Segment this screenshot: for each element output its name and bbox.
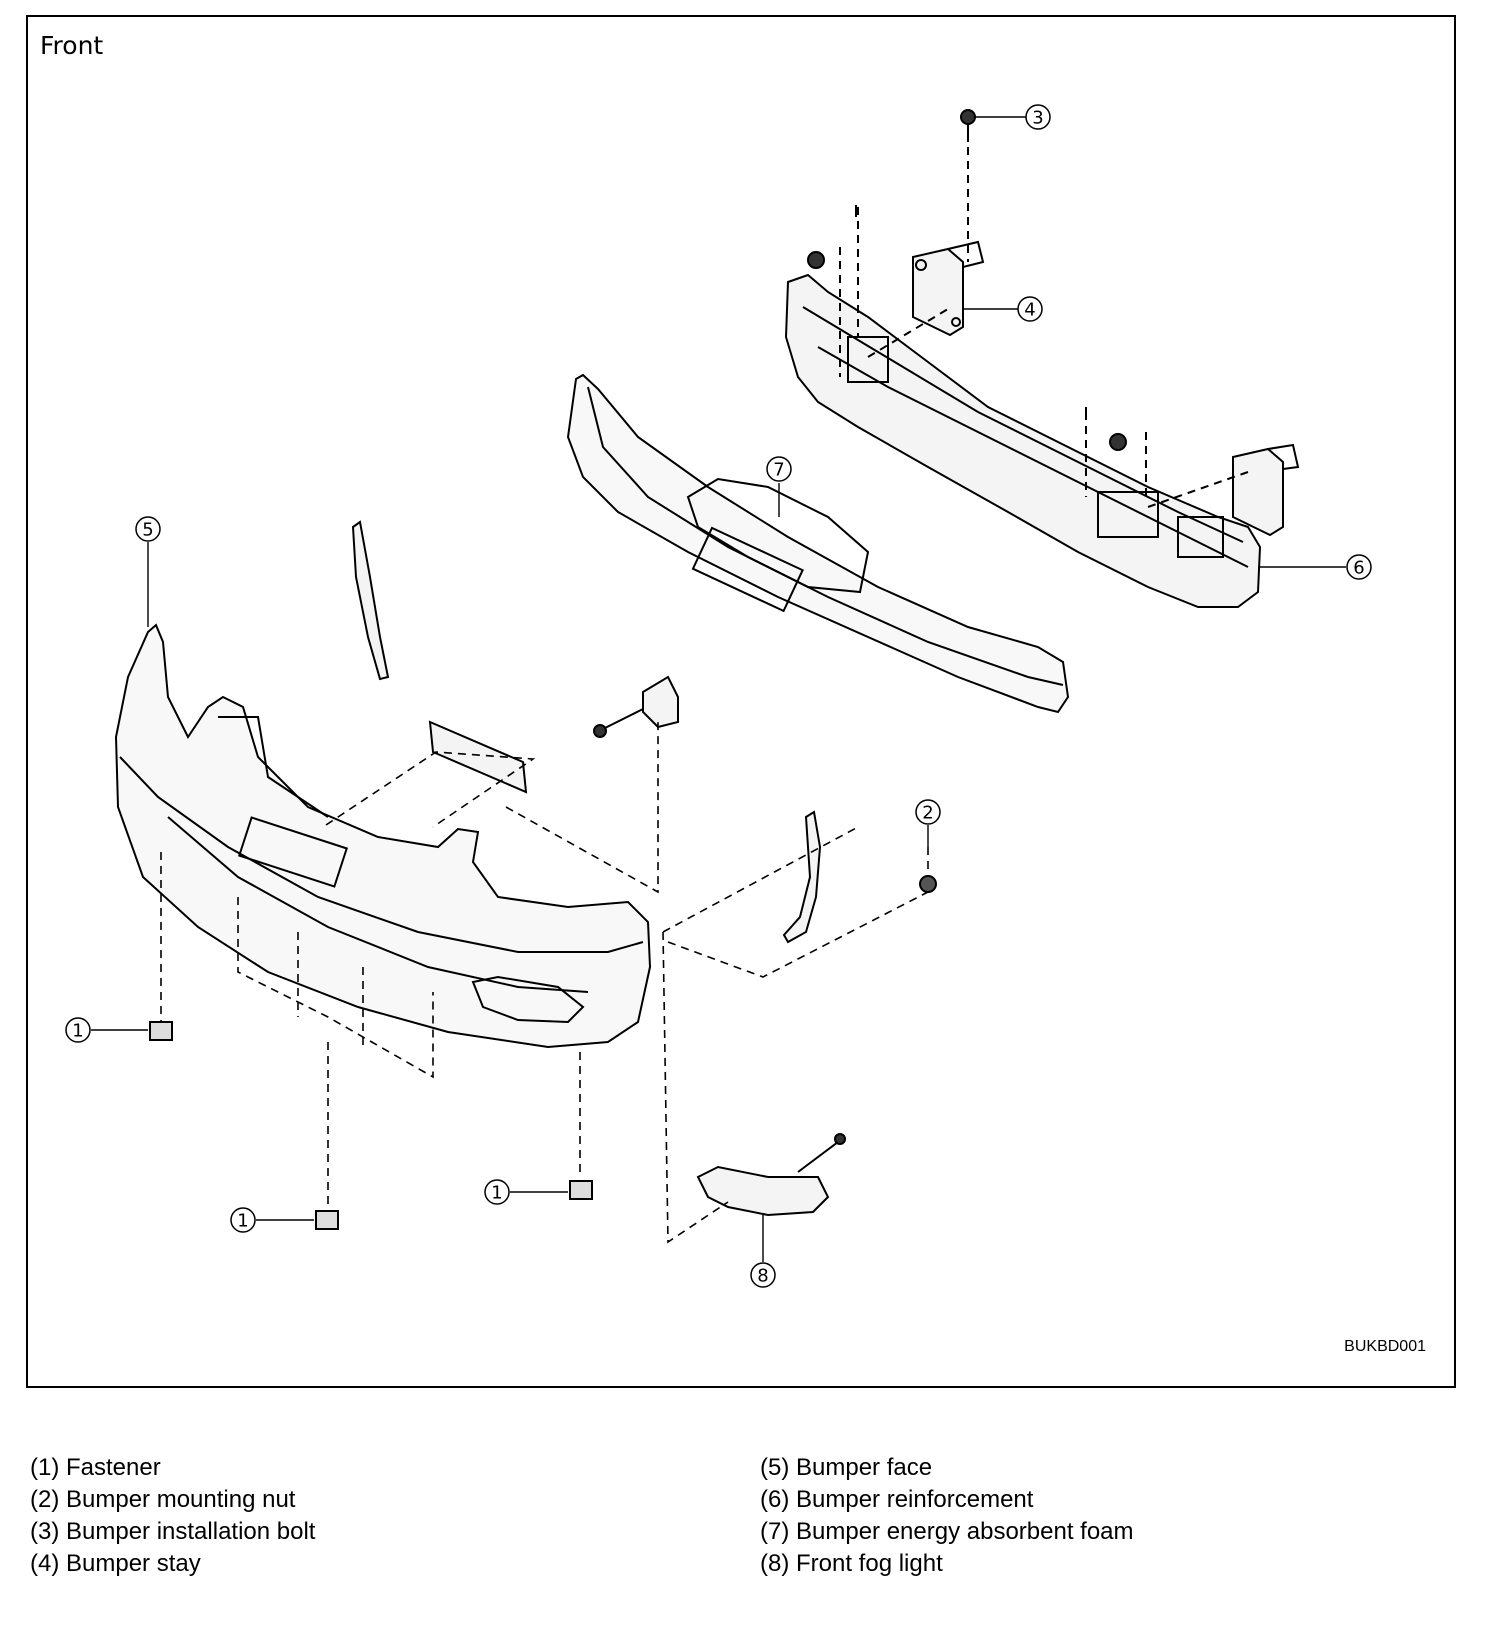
legend-item: (8) Front fog light	[760, 1550, 943, 1577]
bumper-stay-left	[912, 240, 985, 337]
callout-4: 4	[1017, 296, 1043, 322]
callout-3: 3	[1025, 104, 1051, 130]
svg-text:8: 8	[757, 1266, 768, 1287]
svg-text:7: 7	[773, 460, 784, 481]
exploded-bumper-diagram: 3 4 7 5 6 2 1	[65, 104, 1372, 1288]
legend-item: (3) Bumper installation bolt	[30, 1518, 316, 1545]
bumper-reinforcement	[784, 273, 1262, 608]
fastener-1b	[315, 1210, 339, 1230]
legend-item: (6) Bumper reinforcement	[760, 1486, 1034, 1513]
center-bracket	[593, 675, 679, 738]
legend-item: (1) Fastener	[30, 1454, 161, 1481]
callout-5: 5	[135, 516, 161, 542]
mounting-nut	[919, 875, 937, 893]
bumper-stay-right	[1232, 443, 1300, 537]
callout-1b: 1	[230, 1207, 256, 1233]
svg-text:1: 1	[72, 1021, 83, 1042]
legend-item: (2) Bumper mounting nut	[30, 1486, 296, 1513]
license-bracket	[428, 720, 528, 794]
figure-code: BUKBD001	[1344, 1338, 1426, 1355]
callout-7: 7	[766, 456, 792, 482]
fastener-1a	[149, 1021, 173, 1041]
legend-item: (5) Bumper face	[760, 1454, 933, 1481]
callout-1c: 1	[484, 1179, 510, 1205]
svg-text:1: 1	[491, 1183, 502, 1204]
front-fog-light	[696, 1133, 846, 1217]
svg-text:5: 5	[142, 520, 153, 541]
energy-absorbent-foam	[566, 373, 1070, 714]
callout-2: 2	[915, 799, 941, 825]
side-bracket-left	[351, 520, 390, 681]
legend-item: (4) Bumper stay	[30, 1550, 201, 1577]
legend-right: (5) Bumper face (6) Bumper reinforcement…	[760, 1452, 1134, 1580]
diagram-frame: Front	[26, 15, 1456, 1388]
svg-text:4: 4	[1024, 300, 1035, 321]
callout-8: 8	[750, 1262, 776, 1288]
installation-bolt	[960, 109, 976, 142]
side-bracket-right	[782, 810, 822, 944]
svg-text:2: 2	[922, 803, 933, 824]
legend-left: (1) Fastener (2) Bumper mounting nut (3)…	[30, 1452, 315, 1580]
fastener-1c	[569, 1180, 593, 1200]
diagram-heading: Front	[40, 31, 104, 60]
svg-text:1: 1	[237, 1211, 248, 1232]
bumper-face	[114, 623, 652, 1049]
legend-item: (7) Bumper energy absorbent foam	[760, 1518, 1134, 1545]
svg-text:3: 3	[1032, 108, 1043, 129]
callout-1a: 1	[65, 1017, 91, 1043]
callout-6: 6	[1346, 554, 1372, 580]
svg-text:6: 6	[1353, 558, 1364, 579]
